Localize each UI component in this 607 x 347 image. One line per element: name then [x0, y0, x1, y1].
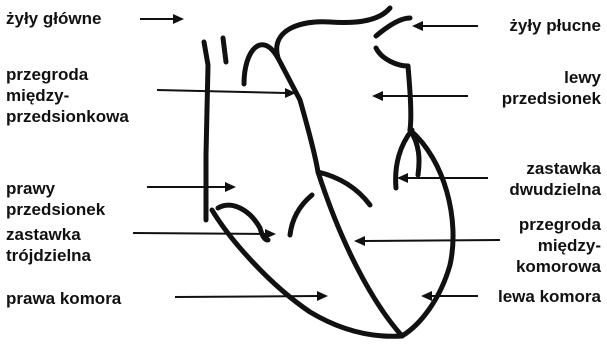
label-zastawka-dwudzielna: zastawka dwudzielna [509, 158, 601, 200]
label-zastawka-trojdzielna: zastawka trójdzielna [6, 224, 91, 266]
arrow-prawa-komora [175, 296, 318, 297]
tricuspid-valve-right [290, 195, 312, 235]
vena-cava-right-wall [223, 38, 226, 62]
arrow-przegroda-komorowa [364, 240, 500, 241]
label-zyly-plucne: żyły płucne [509, 15, 601, 36]
pulmonary-vein-lower [376, 48, 408, 66]
vena-cava-left-wall [204, 42, 208, 220]
aorta-outline [277, 8, 390, 58]
arrow-zastawka-trojdzielna [133, 233, 266, 234]
label-prawa-komora: prawa komora [6, 288, 121, 309]
pulmonary-vein-upper [376, 18, 410, 36]
atrial-septum-wall [244, 45, 318, 172]
left-atrium-wall [408, 66, 411, 130]
label-przegroda-przedsionkowa: przegroda między- przedsionkowa [6, 64, 129, 127]
arrow-przegroda-przedsionkowa [157, 90, 286, 93]
right-ventricle-wall [212, 210, 402, 336]
label-zyly-glowne: żyły główne [6, 8, 101, 29]
label-przegroda-komorowa: przegroda między- komorowa [516, 214, 601, 277]
label-prawy-przedsionek: prawy przedsionek [6, 178, 105, 220]
label-lewa-komora: lewa komora [498, 286, 601, 307]
left-ventricle-wall [402, 130, 453, 336]
label-lewy-przedsionek: lewy przedsionek [502, 67, 601, 109]
